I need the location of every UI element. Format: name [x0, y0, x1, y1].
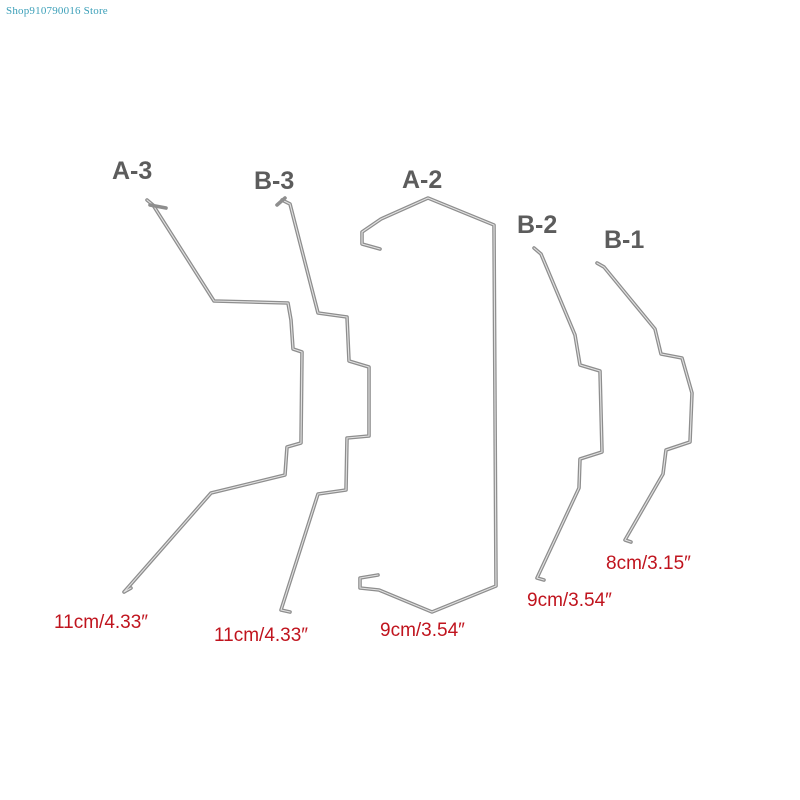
wire-clip-b2 — [532, 246, 604, 582]
wire-clip-b1 — [595, 261, 694, 544]
wire-clip-a3 — [122, 198, 304, 594]
size-label-b2: 9cm/3.54″ — [527, 590, 612, 611]
wire-clip-b3 — [275, 196, 371, 614]
size-label-a3: 11cm/4.33″ — [54, 612, 149, 633]
size-label-b1: 8cm/3.15″ — [606, 553, 691, 574]
size-label-b3: 11cm/4.33″ — [214, 625, 309, 646]
wire-clip-a2 — [358, 196, 498, 614]
product-code-b2: B-2 — [517, 211, 558, 239]
product-code-b3: B-3 — [254, 167, 295, 195]
product-code-b1: B-1 — [604, 226, 645, 254]
product-code-a2: A-2 — [402, 166, 443, 194]
size-label-a2: 9cm/3.54″ — [380, 620, 465, 641]
product-code-a3: A-3 — [112, 157, 153, 185]
store-watermark: Shop910790016 Store — [6, 5, 108, 17]
